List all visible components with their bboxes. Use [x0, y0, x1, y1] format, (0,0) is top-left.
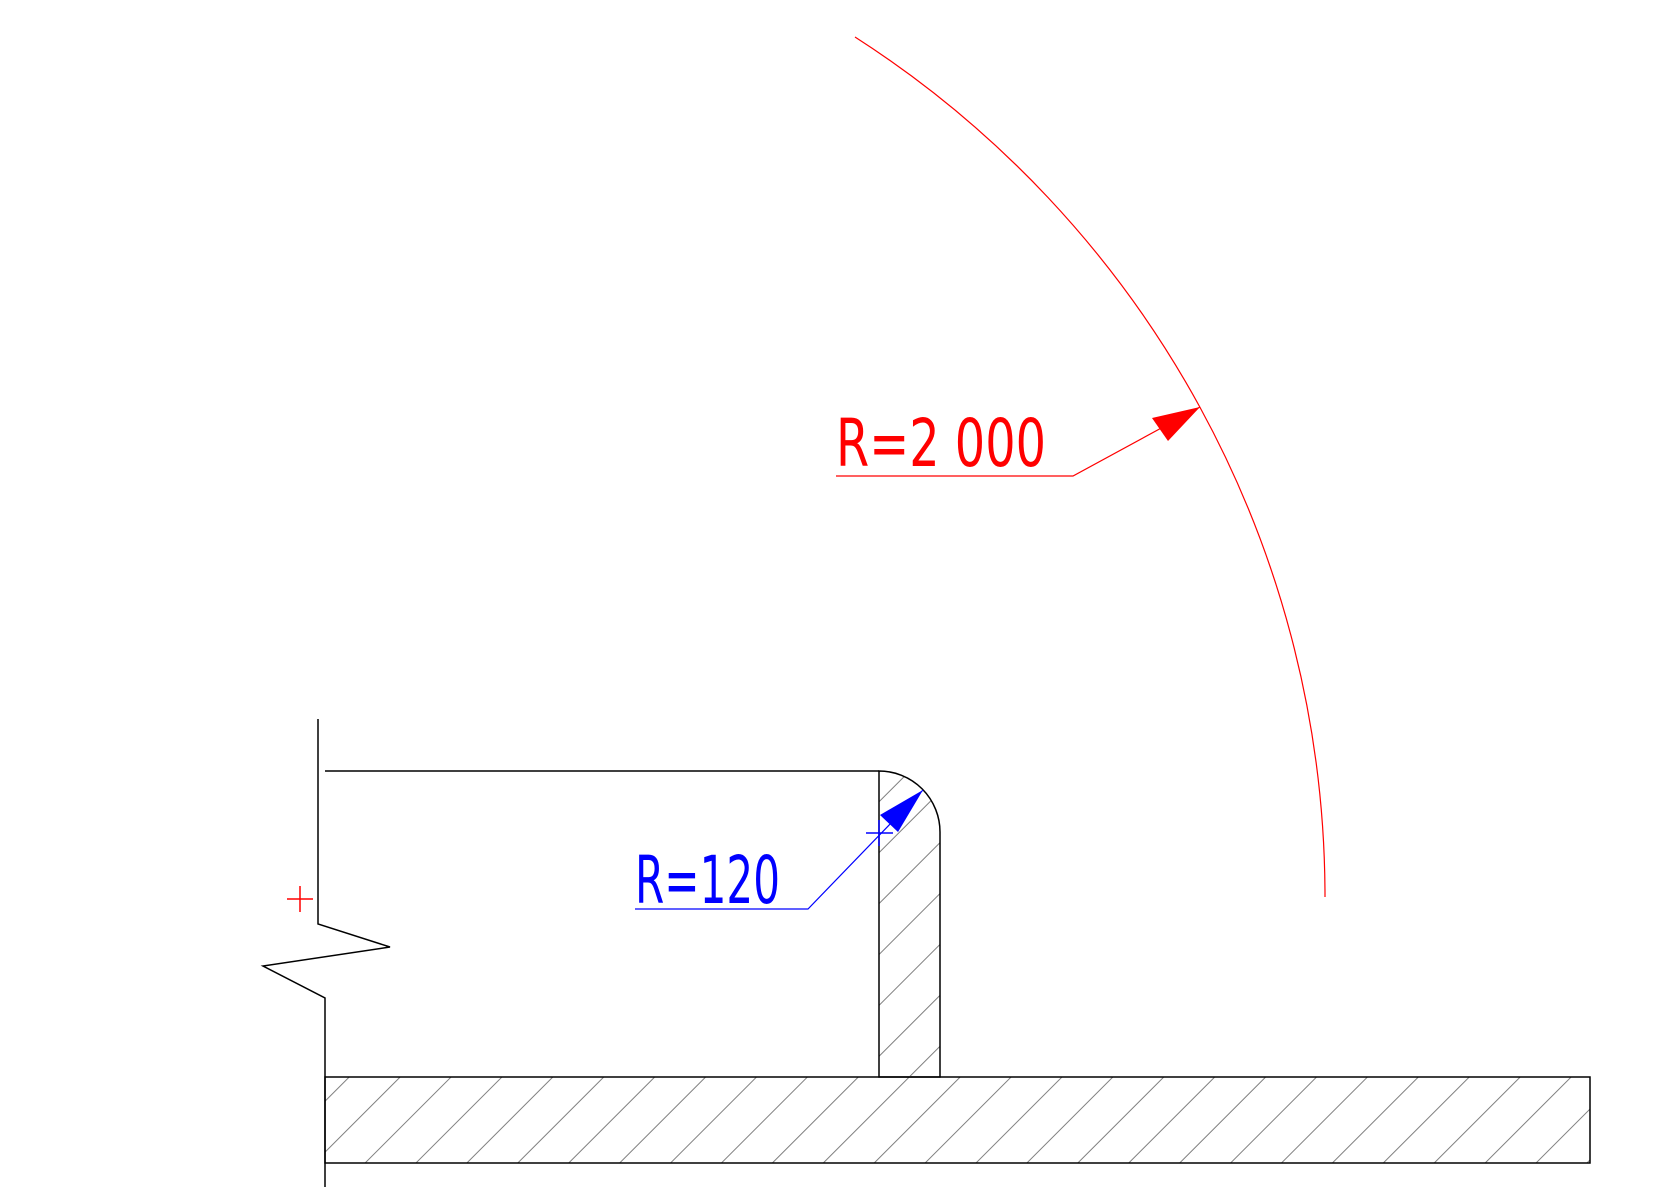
- radius-2000-leader: [836, 406, 1201, 477]
- radius-2000-label: R=2 000: [836, 405, 1046, 482]
- center-mark-blue: [866, 820, 893, 846]
- radius-120-leader: [635, 789, 924, 910]
- floor-slab-hatched: [324, 1076, 1591, 1164]
- wall-hatched: [878, 770, 941, 1078]
- center-mark-red: [287, 886, 313, 912]
- radius-120-label: R=120: [635, 842, 780, 919]
- radius-120-arrowhead: [880, 790, 923, 832]
- radius-2000-arrowhead: [1152, 407, 1200, 441]
- break-line: [260, 719, 391, 1187]
